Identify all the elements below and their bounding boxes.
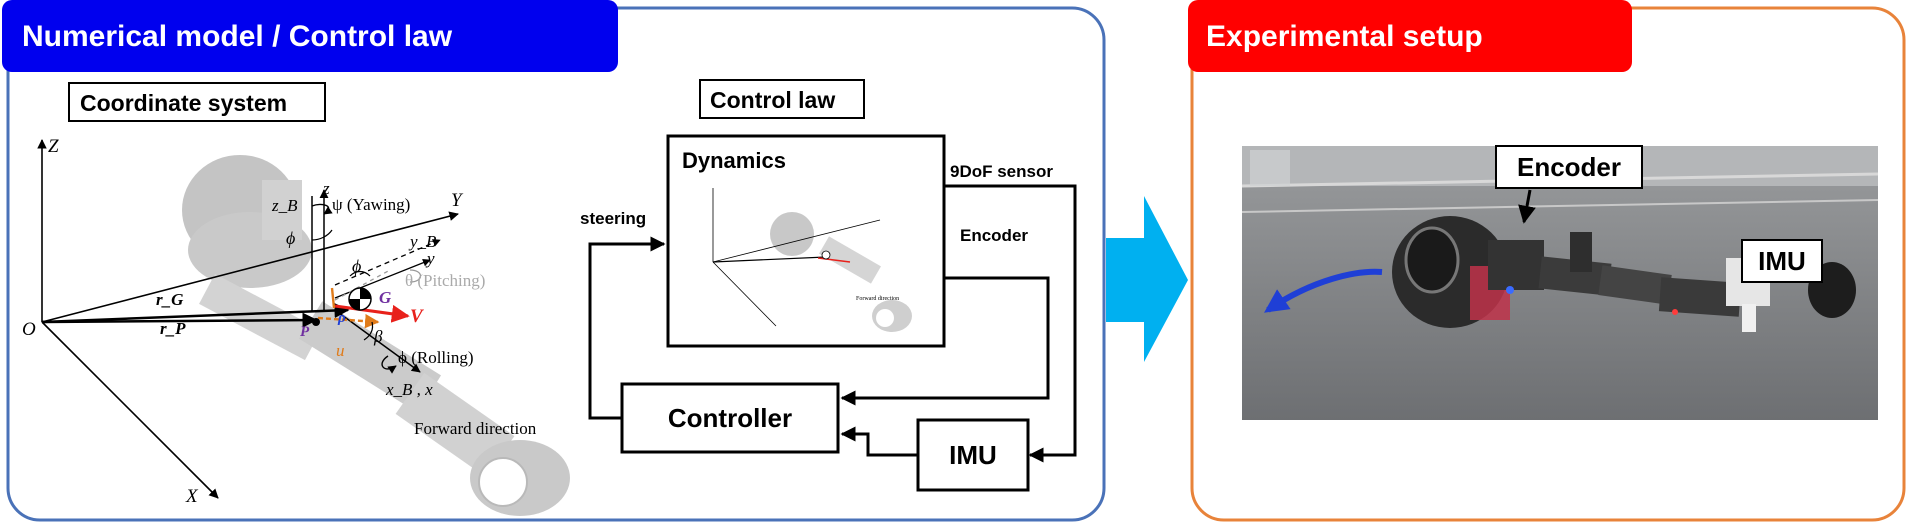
axis-theta-line — [334, 269, 391, 301]
signal-steering-line — [588, 236, 666, 420]
right-panel-title: Experimental setup — [1206, 20, 1483, 53]
vector-u-vertical — [330, 287, 336, 309]
dynamics-block — [666, 134, 946, 348]
photo-encoder-pointer — [1518, 189, 1536, 224]
signal-imu-controller-line — [840, 426, 918, 457]
encoder-signal-label: Encoder — [960, 226, 1028, 245]
label-G: G — [379, 288, 392, 307]
label-yB: y_B — [408, 232, 437, 251]
label-phi-mid: ϕ — [352, 256, 361, 276]
label-yawing: ψ (Yawing) — [332, 195, 410, 214]
label-beta: β — [373, 327, 383, 346]
vector-rG — [41, 303, 350, 324]
photo-imu-label: IMU — [1758, 246, 1806, 276]
label-z: z — [322, 179, 330, 198]
right-panel-header — [1188, 0, 1632, 72]
signal-9dof-line — [944, 184, 1077, 463]
phi-mid-angle-arc — [349, 270, 371, 277]
coordinate-system-box — [68, 82, 326, 122]
dynamics-label: Dynamics — [682, 148, 786, 173]
photo-encoder-box — [1495, 145, 1643, 189]
steering-label: steering — [580, 209, 646, 228]
label-y: y — [425, 249, 435, 268]
beta-angle-arc — [363, 321, 374, 341]
signal-encoder-line — [840, 276, 1050, 406]
axis-y-line — [41, 211, 459, 323]
axis-yB-line — [334, 239, 441, 286]
label-rP: r_P — [160, 319, 186, 338]
imu-block-label: IMU — [949, 440, 997, 470]
yaw-rotation-arc — [311, 203, 333, 215]
coordinate-system-label: Coordinate system — [80, 90, 287, 116]
photo-encoder-label: Encoder — [1517, 152, 1621, 182]
control-law-box — [699, 79, 865, 119]
photo-imu-box — [1741, 239, 1823, 283]
control-law-label: Control law — [710, 87, 835, 113]
dynamics-thumbnail: Forward direction — [712, 188, 912, 332]
controller-label: Controller — [668, 403, 792, 433]
label-forward-direction: Forward direction — [414, 419, 537, 438]
label-V: V — [410, 306, 424, 327]
left-panel-header — [2, 0, 618, 72]
roll-rotation-arc — [381, 355, 397, 374]
origin-label: O — [22, 319, 36, 340]
contact-point-P — [312, 318, 320, 326]
center-of-gravity-marker — [348, 287, 372, 311]
controller-block — [620, 382, 840, 454]
dynamics-thumbnail-forward: Forward direction — [856, 296, 899, 302]
axis-x-label: X — [185, 486, 199, 507]
left-panel-title: Numerical model / Control law — [22, 20, 453, 53]
label-zB: z_B — [271, 196, 298, 215]
axis-xB-line — [334, 309, 421, 373]
sensor-9dof-label: 9DoF sensor — [950, 162, 1053, 181]
imu-block — [916, 418, 1030, 492]
motion-arrow — [1264, 268, 1383, 313]
label-u: u — [336, 341, 345, 360]
label-xB-x: x_B , x — [385, 380, 433, 399]
robot-illustration — [182, 155, 570, 516]
vector-rP — [41, 312, 318, 328]
velocity-V-vector — [334, 304, 410, 323]
label-phi-top: ϕ — [286, 228, 295, 248]
phi-angle-arc — [311, 229, 333, 241]
vector-u — [317, 313, 380, 329]
label-rolling: ϕ (Rolling) — [398, 348, 474, 367]
axis-z-label: Z — [48, 136, 59, 157]
axis-x-line — [41, 321, 219, 499]
axis-y-label: Y — [451, 190, 464, 211]
pitch-rotation-arc — [409, 269, 422, 283]
transition-arrow — [1106, 196, 1188, 362]
label-rG: r_G — [156, 290, 184, 309]
label-P: P — [300, 324, 310, 340]
label-rho: ρ — [337, 310, 346, 326]
label-pitching: θ (Pitching) — [405, 271, 485, 290]
